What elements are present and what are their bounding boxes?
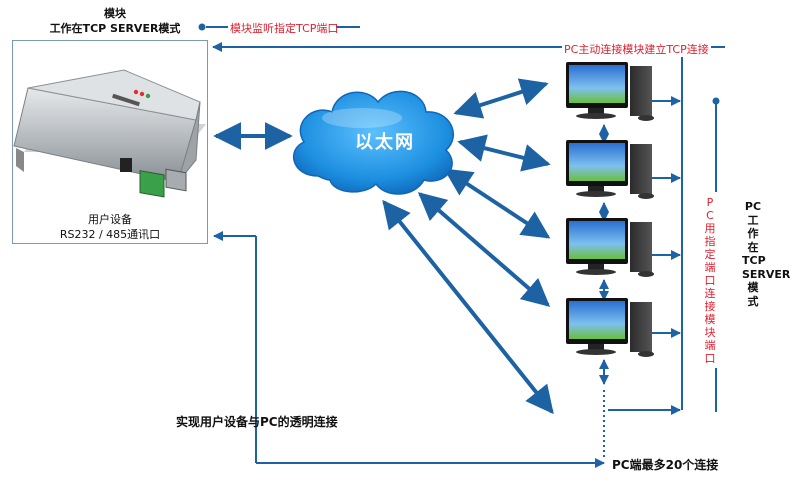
vertical-port-label-char: C [706, 209, 714, 222]
vertical-port-label-char: 连 [704, 287, 716, 300]
cloud-label: 以太网 [355, 132, 415, 153]
vertical-port-label-char: 用 [704, 222, 716, 235]
pc-computer-icon-1 [566, 62, 654, 121]
pc-mode-label-char: 作 [747, 227, 759, 240]
device-caption: 用户设备 RS232 / 485通讯口 [12, 212, 208, 242]
pc-mode-label-char: 式 [747, 294, 759, 308]
vertical-port-label-char: 端 [704, 261, 716, 274]
pc-mode-label-char: PC [744, 200, 762, 213]
pc-mode-label-char: 工 [747, 213, 759, 227]
device-caption-line2: RS232 / 485通讯口 [59, 228, 161, 241]
vertical-port-label-char: 块 [704, 326, 716, 339]
transparent-link-label: 实现用户设备与PC的透明连接 [176, 415, 338, 429]
vertical-port-label-char: 口 [704, 352, 716, 365]
vertical-port-label-char: 指 [704, 235, 716, 248]
cloud-pc-arrows [382, 78, 554, 415]
ethernet-cloud-icon [293, 90, 455, 195]
pc-mode-label-char: 模 [747, 281, 759, 294]
vertical-port-label-char: 端 [704, 339, 716, 352]
vertical-port-label-char: P [706, 196, 714, 209]
pc-computer-icon-3 [566, 218, 654, 277]
pc-mode-label-char: SERVER [742, 267, 790, 281]
listen-indicator [198, 23, 360, 31]
pc-mode-label-char: TCP [742, 254, 766, 267]
module-title: 模块 工作在TCP SERVER模式 [40, 6, 190, 36]
vertical-port-label-char: 模 [704, 313, 716, 326]
device-caption-line1: 用户设备 [88, 213, 132, 226]
vertical-port-label-char: 口 [704, 274, 716, 287]
pc-feed-lines [608, 96, 681, 415]
vertical-port-label-char: 接 [704, 300, 716, 313]
listen-label: 模块监听指定TCP端口 [230, 22, 339, 35]
max-connections-label: PC端最多20个连接 [612, 458, 719, 472]
module-title-line1: 模块 [104, 7, 126, 20]
port-guide-line [712, 97, 720, 412]
serial-server-device-icon [13, 69, 206, 198]
vertical-port-label-char: 定 [704, 248, 716, 261]
module-title-line2: 工作在TCP SERVER模式 [49, 22, 181, 35]
pc-computer-icon-2 [566, 140, 654, 199]
connect-label: PC主动连接模块建立TCP连接 [562, 41, 711, 57]
pc-mode-label-char: 在 [747, 240, 759, 254]
transparent-link-line [213, 231, 605, 468]
pc-computer-icon-4 [566, 298, 654, 357]
